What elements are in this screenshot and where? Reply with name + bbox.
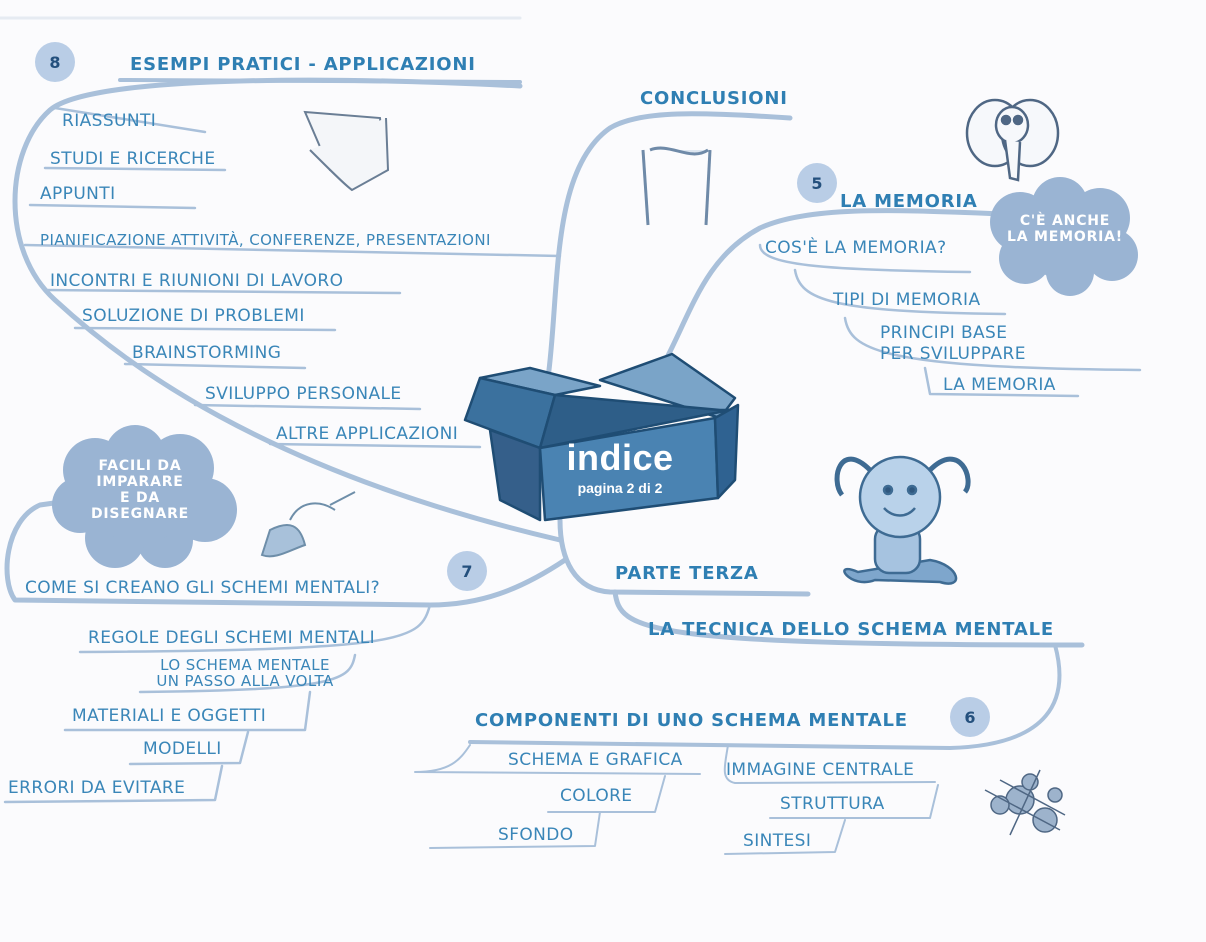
- badge-section-5: 5: [797, 163, 837, 203]
- character-icon: [834, 455, 971, 585]
- paint-splash-icon: [984, 769, 1066, 836]
- cloud-memoria: [990, 177, 1138, 296]
- branch8-item: ALTRE APPLICAZIONI: [276, 424, 459, 444]
- cloud-line: FACILI DA: [98, 458, 182, 474]
- branch-lines: [0, 16, 1142, 855]
- book-icon: [303, 110, 390, 192]
- cloud-line: LA MEMORIA!: [1007, 229, 1123, 246]
- branch8-item: INCONTRI E RIUNIONI DI LAVORO: [50, 271, 344, 291]
- branch5-item: LA MEMORIA: [943, 375, 1056, 395]
- center-subtitle: pagina 2 di 2: [577, 480, 663, 496]
- facili-cloud-text: FACILI DA IMPARARE E DA DISEGNARE: [85, 458, 195, 522]
- drawing-hand-icon: [260, 491, 356, 558]
- branch8-item: SOLUZIONE DI PROBLEMI: [82, 306, 305, 326]
- branch7-item-line: UN PASSO ALLA VOLTA: [156, 671, 334, 690]
- branch6-item: SINTESI: [743, 831, 812, 851]
- cloud-line: DISEGNARE: [90, 506, 190, 523]
- branch8-item: SVILUPPO PERSONALE: [205, 384, 402, 404]
- branch7-item-line: LO SCHEMA MENTALE: [160, 656, 330, 674]
- branch8-item: BRAINSTORMING: [132, 343, 282, 363]
- branch7-item: MODELLI: [143, 739, 222, 759]
- part3-subtitle: LA TECNICA DELLO SCHEMA MENTALE: [648, 619, 1055, 640]
- badge-section-7: 7: [447, 551, 487, 591]
- memoria-cloud-text: C'È ANCHE LA MEMORIA!: [1005, 213, 1125, 245]
- badge-section-8: 8: [35, 42, 75, 82]
- branch8-item: STUDI E RICERCHE: [50, 149, 216, 169]
- branch7-item: REGOLE DEGLI SCHEMI MENTALI: [88, 628, 375, 648]
- branch5-item: PRINCIPI BASE: [880, 323, 1008, 343]
- branch5-title: LA MEMORIA: [840, 191, 978, 212]
- elephant-icon: [965, 98, 1060, 182]
- branch5-item: COS'È LA MEMORIA?: [765, 238, 947, 258]
- branch5-item: TIPI DI MEMORIA: [833, 290, 981, 310]
- cloud-line: E DA: [119, 490, 161, 507]
- flag-icon: [641, 146, 712, 226]
- part3-title: PARTE TERZA: [615, 563, 759, 584]
- branch6-item: COLORE: [560, 786, 633, 806]
- center-title: indice: [566, 437, 674, 478]
- branch5-item: PER SVILUPPARE: [880, 344, 1026, 364]
- conclusion-title: CONCLUSIONI: [640, 88, 788, 109]
- branch7-item: MATERIALI E OGGETTI: [72, 706, 267, 726]
- branch8-item: APPUNTI: [40, 184, 116, 204]
- branch8-item: RIASSUNTI: [62, 111, 157, 131]
- branch6-item: SFONDO: [498, 825, 574, 845]
- central-box-illustration: [463, 352, 740, 522]
- cloud-line: IMPARARE: [96, 474, 184, 491]
- branch8-title: ESEMPI PRATICI - APPLICAZIONI: [130, 54, 476, 75]
- cloud-facili: [52, 425, 237, 568]
- branch6-item: STRUTTURA: [780, 794, 885, 814]
- cloud-line: C'È ANCHE: [1019, 213, 1111, 229]
- badge-section-6: 6: [950, 697, 990, 737]
- branch7-item: ERRORI DA EVITARE: [8, 778, 186, 798]
- branch7-title: COME SI CREANO GLI SCHEMI MENTALI?: [25, 578, 381, 598]
- branch7-item: LO SCHEMA MENTALE UN PASSO ALLA VOLTA: [145, 656, 345, 690]
- branch6-title: COMPONENTI DI UNO SCHEMA MENTALE: [475, 710, 908, 731]
- branch6-item: SCHEMA E GRAFICA: [508, 750, 683, 770]
- branch6-item: IMMAGINE CENTRALE: [726, 760, 915, 780]
- branch8-item: PIANIFICAZIONE ATTIVITÀ, CONFERENZE, PRE…: [40, 231, 491, 249]
